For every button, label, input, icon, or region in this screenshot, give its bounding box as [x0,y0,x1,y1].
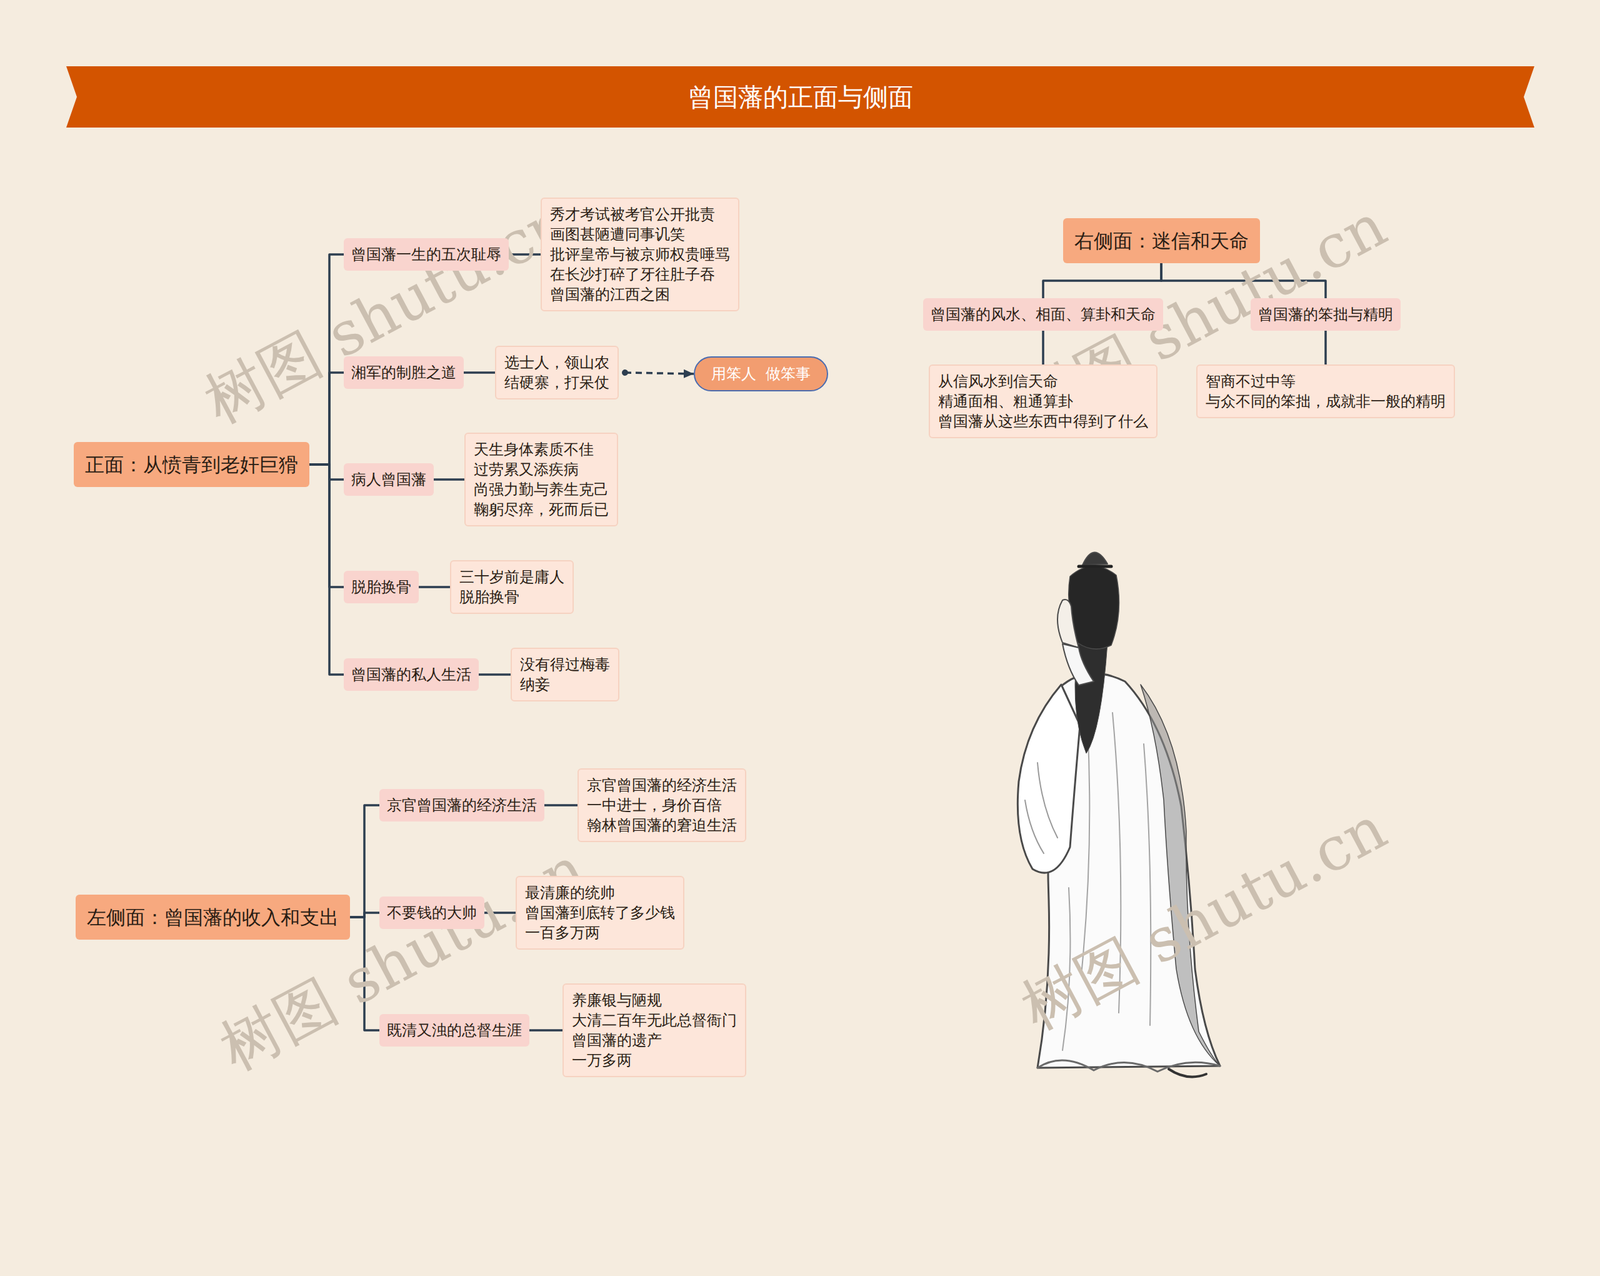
detail-box: 没有得过梅毒纳妾 [510,647,620,702]
topic-box: 正面：从愤青到老奸巨猾 [73,441,310,487]
node-text: 从信风水到信天命 [938,371,1149,392]
topic-box: 左侧面：曾国藩的收入和支出 [75,894,350,940]
title-ribbon [66,66,1535,128]
branch-box: 不要钱的大帅 [379,896,485,929]
node-text: 纳妾 [520,674,610,695]
branch-line [309,464,344,480]
branch-line [463,371,495,374]
branch-line [309,464,344,587]
detail-box: 智商不过中等与众不同的笨拙，成就非一般的精明 [1196,364,1455,419]
node-text: 曾国藩一生的五次耻辱 [351,243,502,265]
dashed-arrow [625,372,694,374]
detail-box: 京官曾国藩的经济生活一中进士，身价百倍翰林曾国藩的窘迫生活 [577,768,747,842]
cap-band [1078,565,1112,569]
branch-line [1324,330,1327,365]
detail-box: 天生身体素质不佳过劳累又添疾病尚强力勤与养生克己鞠躬尽瘁，死而后已 [464,432,619,527]
watermark: 树图 shutu.cn [206,829,600,1090]
node-text: 天生身体素质不佳 [473,439,609,460]
node-text: 用笨人 做笨事 [711,363,811,384]
node-text: 京官曾国藩的经济生活 [386,794,537,816]
node-text: 养廉银与陋规 [571,990,737,1010]
node-text: 在长沙打碎了牙往肚子吞 [550,264,730,285]
branch-box: 湘军的制胜之道 [343,356,464,389]
node-text: 一万多两 [571,1050,737,1070]
sleeve-fold [1025,762,1058,854]
raised-hand [1057,599,1079,648]
node-text: 既清又浊的总督生涯 [386,1019,522,1041]
node-text: 曾国藩的笨拙与精明 [1258,303,1394,325]
node-text: 脱胎换骨 [351,576,412,598]
node-text: 精通面相、粗通算卦 [938,391,1149,412]
node-text: 右侧面：迷信和天命 [1074,226,1249,255]
node-text: 湘军的制胜之道 [351,361,457,384]
topknot-cap [1082,551,1108,565]
branch-line [529,1028,563,1032]
branch-line [418,585,450,589]
node-text: 秀才考试被考官公开批责 [550,204,730,225]
sleeve [1017,684,1080,873]
node-text: 智商不过中等 [1205,371,1446,392]
cuff [1062,643,1094,685]
node-text: 过劳累又添疾病 [473,459,609,480]
branch-box: 病人曾国藩 [343,463,434,496]
node-text: 病人曾国藩 [351,468,427,490]
branch-box: 脱胎换骨 [343,570,419,604]
branch-line [478,673,511,676]
node-text: 没有得过梅毒 [520,654,610,675]
summary-pill: 用笨人 做笨事 [693,356,829,392]
branch-line [433,478,465,481]
node-text: 画图甚陋遭同事讥笑 [550,224,730,245]
branch-line [309,464,344,675]
branch-box: 既清又浊的总督生涯 [379,1013,530,1047]
branch-line [544,803,578,807]
node-text: 三十岁前是庸人 [459,566,565,587]
branch-box: 曾国藩的笨拙与精明 [1250,298,1401,331]
node-text: 曾国藩从这些东西中得到了什么 [938,411,1149,432]
title-bar: 曾国藩的正面与侧面 [66,66,1535,128]
detail-box: 从信风水到信天命精通面相、粗通算卦曾国藩从这些东西中得到了什么 [928,364,1158,439]
node-text: 选士人，领山农 [504,352,610,373]
node-text: 与众不同的笨拙，成就非一般的精明 [1205,391,1446,412]
node-text: 曾国藩的私人生活 [351,663,472,685]
watermark: 树图 shutu.cn [191,182,584,443]
branch-line [1043,263,1162,299]
node-text: 曾国藩的遗产 [571,1030,737,1050]
branch-line [350,805,380,917]
node-text: 翰林曾国藩的窘迫生活 [586,815,737,835]
node-text: 结硬寨，打呆仗 [504,372,610,393]
branch-box: 京官曾国藩的经济生活 [379,788,545,822]
detail-box: 三十岁前是庸人脱胎换骨 [450,560,574,614]
shoe [1168,1068,1207,1077]
node-text: 批评皇帝与被京师权贵唾骂 [550,244,730,265]
node-text: 脱胎换骨 [459,586,565,607]
node-text: 曾国藩到底转了多少钱 [525,902,675,923]
detail-box: 最清廉的统帅曾国藩到底转了多少钱一百多万两 [515,875,685,950]
branch-box: 曾国藩的风水、相面、算卦和天命 [923,298,1164,331]
node-text: 一中进士，身价百倍 [586,795,737,815]
node-text: 尚强力勤与养生克己 [473,479,609,500]
node-text: 正面：从愤青到老奸巨猾 [85,450,299,479]
title-text: 曾国藩的正面与侧面 [688,80,914,115]
node-text: 大清二百年无此总督衙门 [571,1010,737,1030]
detail-box: 秀才考试被考官公开批责画图甚陋遭同事讥笑批评皇帝与被京师权贵唾骂在长沙打碎了牙往… [540,197,740,312]
detail-box: 养廉银与陋规大清二百年无此总督衙门曾国藩的遗产一万多两 [562,983,747,1077]
node-text: 一百多万两 [525,922,675,943]
branch-box: 曾国藩一生的五次耻辱 [343,238,509,271]
node-text: 最清廉的统帅 [525,882,675,903]
node-text: 曾国藩的江西之困 [550,284,730,305]
branch-box: 曾国藩的私人生活 [343,658,479,691]
topic-box: 右侧面：迷信和天命 [1063,218,1260,264]
node-text: 曾国藩的风水、相面、算卦和天命 [930,303,1156,325]
node-text: 鞠躬尽瘁，死而后已 [473,499,609,520]
node-text: 左侧面：曾国藩的收入和支出 [86,903,339,931]
detail-box: 选士人，领山农结硬寨，打呆仗 [495,345,619,400]
node-text: 京官曾国藩的经济生活 [586,775,737,795]
node-text: 不要钱的大帅 [386,901,477,924]
robe-hem [1037,1060,1220,1072]
